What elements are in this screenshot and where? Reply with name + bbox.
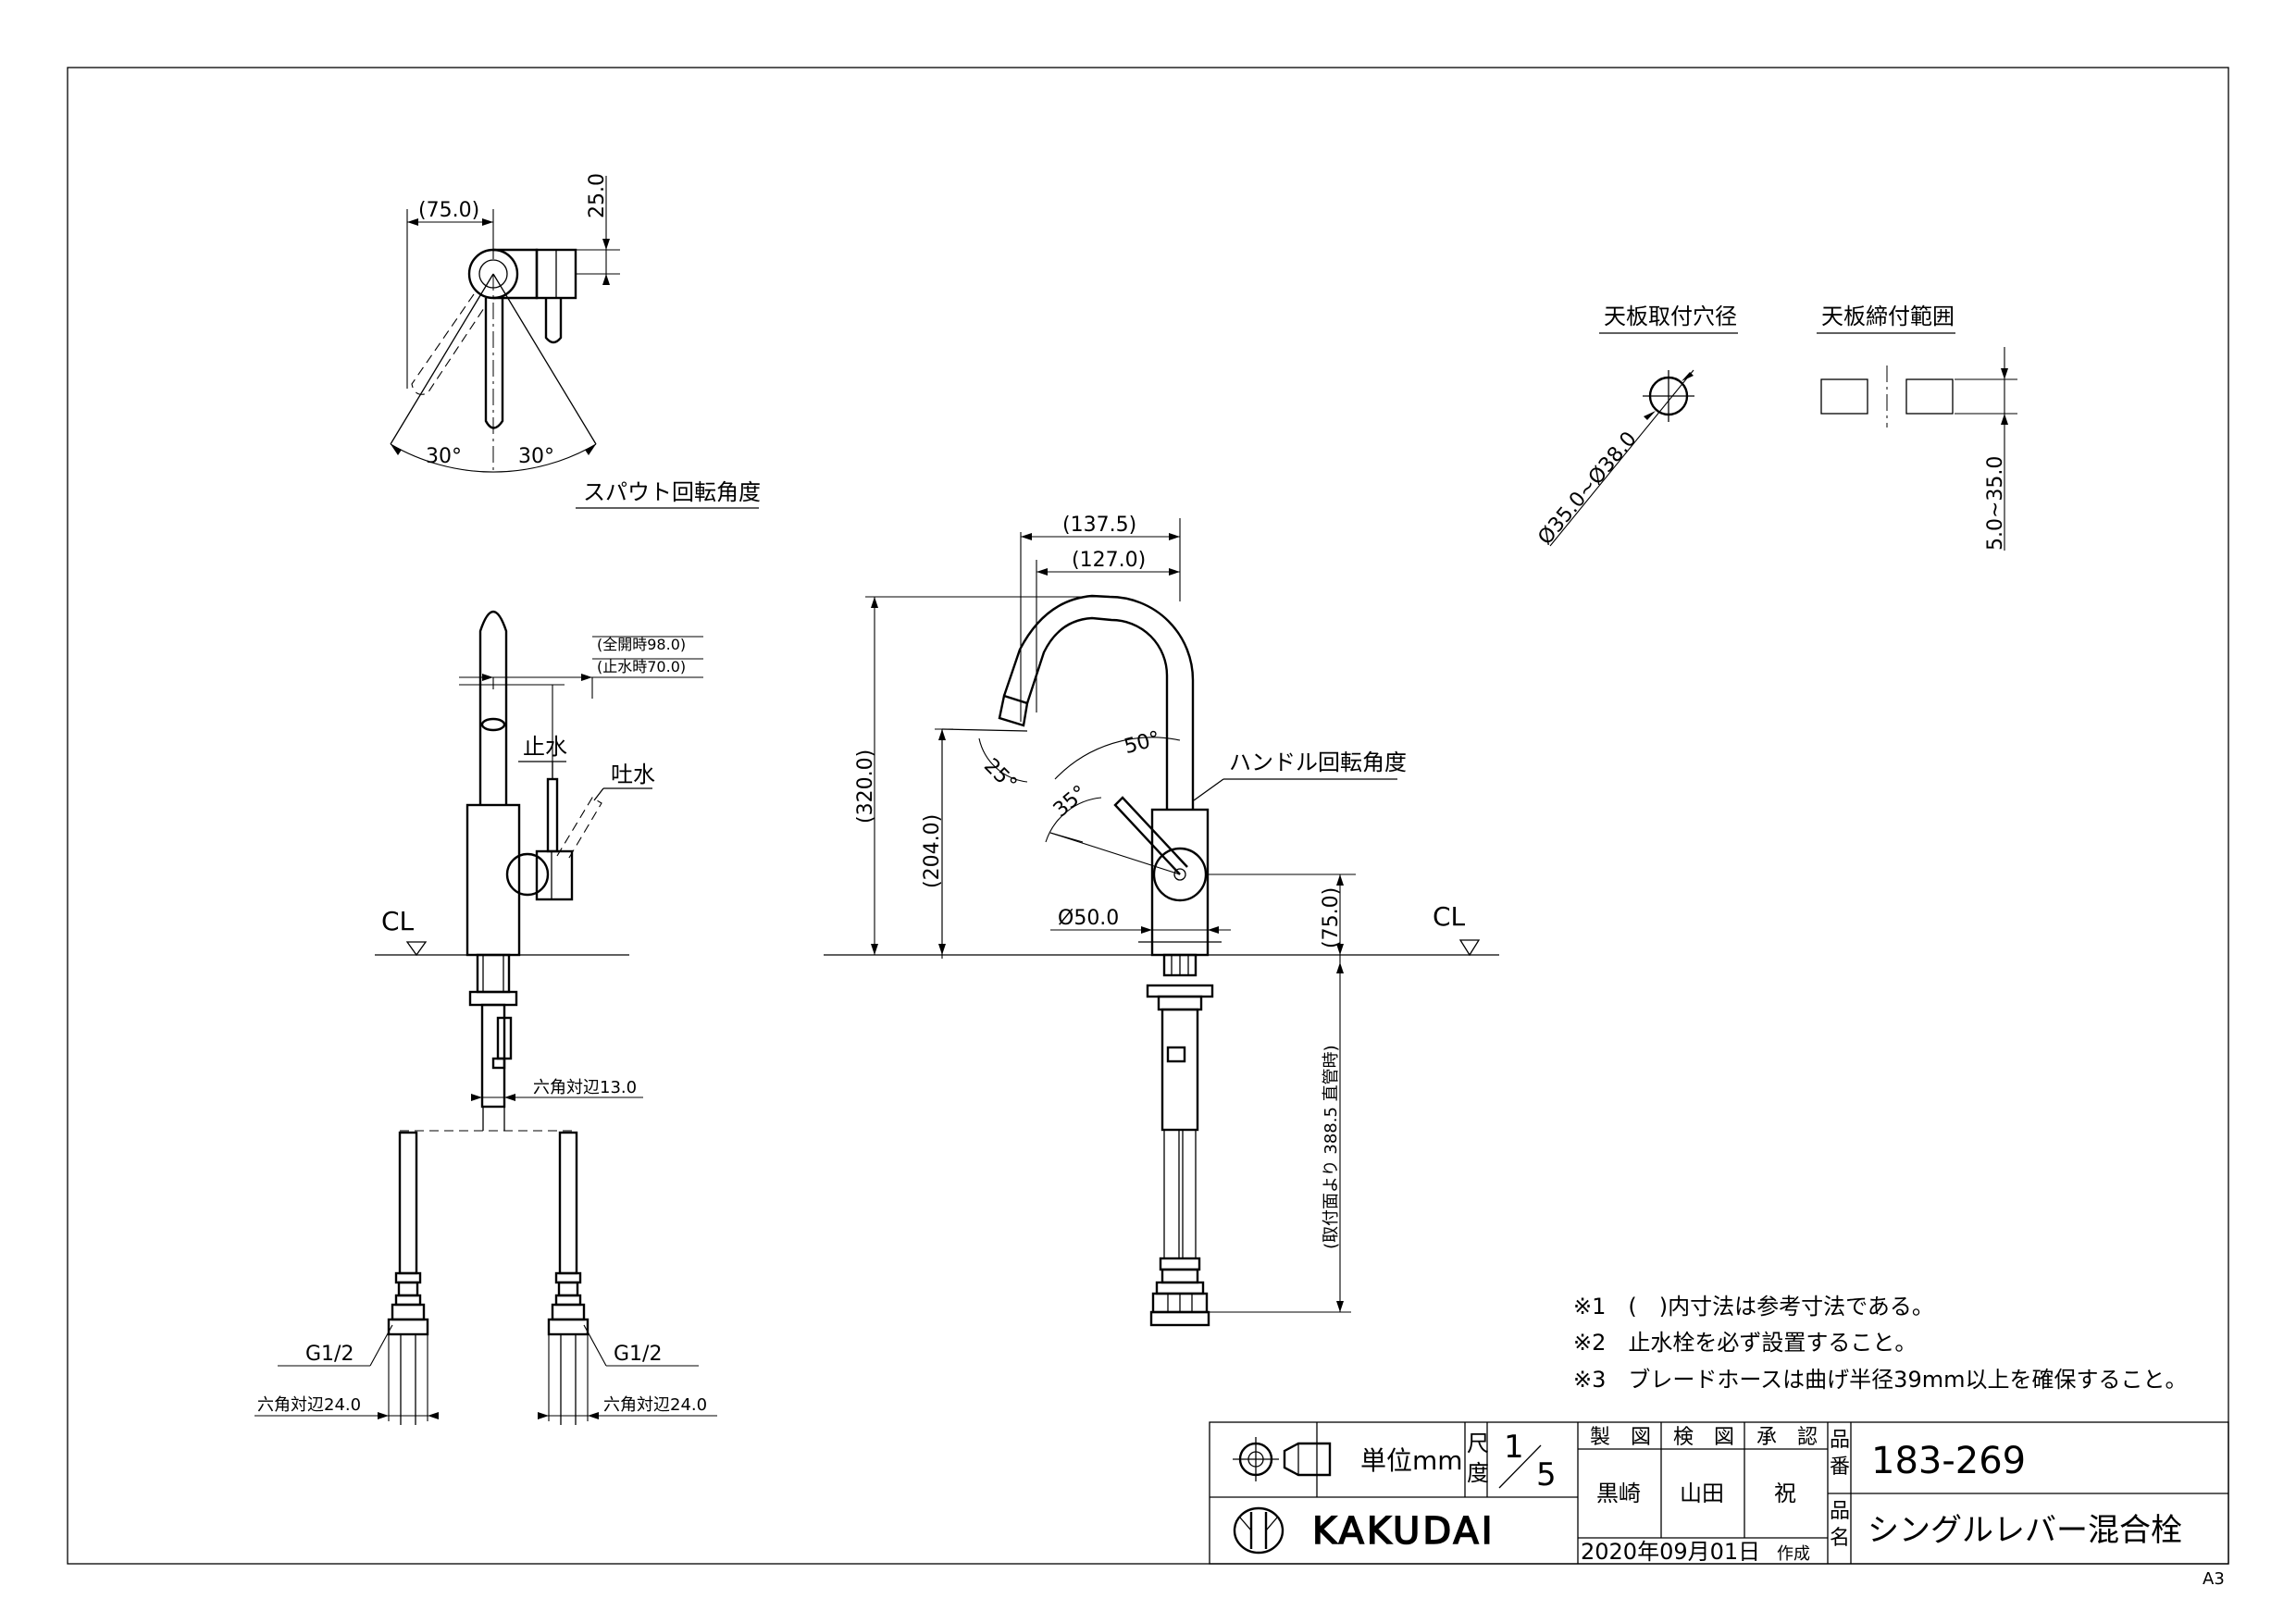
dim-127-0: (127.0) xyxy=(1072,549,1146,572)
hex-24-right-dim: 六角対辺24.0 xyxy=(603,1395,707,1415)
hinban-1: 品 xyxy=(1830,1429,1850,1452)
hinmei-2: 名 xyxy=(1830,1527,1850,1550)
lever-full-open-dim: (全開時98.0) xyxy=(597,636,686,653)
creation-date: 2020年09月01日 xyxy=(1581,1539,1760,1565)
cl-left: CL xyxy=(381,906,415,936)
dim-75-0: (75.0) xyxy=(1320,887,1343,948)
hex-24-left-dim: 六角対辺24.0 xyxy=(257,1395,361,1415)
clamp-title: 天板締付範囲 xyxy=(1821,304,1955,329)
part-number: 183-269 xyxy=(1871,1440,2026,1482)
label-discharge: 吐水 xyxy=(611,762,655,787)
clamp-dim: 5.0~35.0 xyxy=(1984,456,2007,551)
hose-right xyxy=(547,1131,590,1425)
top-angle-right: 30° xyxy=(518,445,554,468)
hole-title: 天板取付穴径 xyxy=(1604,304,1737,329)
sheet-border xyxy=(67,67,2229,1565)
angle-50: 50° xyxy=(1122,727,1162,759)
title-block: 単位mm 尺 度 1 5 製 図 検 図 承 認 黒崎 山田 祝 品 番 品 名… xyxy=(1209,1421,2229,1565)
col-drawn: 製 図 xyxy=(1590,1426,1651,1449)
hex-13-dim: 六角対辺13.0 xyxy=(533,1078,637,1097)
top-angle-left: 30° xyxy=(426,445,462,468)
dia-50-0: Ø50.0 xyxy=(1058,907,1119,930)
scale-denominator: 5 xyxy=(1536,1456,1557,1493)
front-view: 25° 35° 50° ハンドル回転角度 CL xyxy=(824,514,1499,1327)
note-3: ※3 ブレードホースは曲げ半径39mm以上を確保すること。 xyxy=(1573,1367,2187,1393)
projection-symbol-icon xyxy=(1233,1437,1332,1481)
brand-name: KAKUDAI xyxy=(1312,1510,1496,1553)
drawn-by: 黒崎 xyxy=(1596,1481,1641,1506)
sheet-size: A3 xyxy=(2203,1569,2225,1589)
angle-35: 35° xyxy=(1049,781,1092,822)
top-height-dim: 25.0 xyxy=(586,173,609,218)
handle-rotation-caption: ハンドル回転角度 xyxy=(1229,750,1407,775)
cl-right: CL xyxy=(1433,901,1466,932)
unit-label: 単位mm xyxy=(1360,1445,1463,1476)
note-1: ※1 ( )内寸法は参考寸法である。 xyxy=(1573,1294,1934,1319)
hose-length-dim: (取付面より 388.5 直管時) xyxy=(1322,1045,1341,1249)
hole-detail: 天板取付穴径 Ø35.0~Ø38.0 xyxy=(1533,304,1738,550)
notes: ※1 ( )内寸法は参考寸法である。 ※2 止水栓を必ず設置すること。 ※3 ブ… xyxy=(1573,1294,2187,1393)
col-checked: 検 図 xyxy=(1673,1426,1734,1449)
side-view: 六角対辺13.0 G1/2 G1/2 xyxy=(254,611,717,1425)
lever-stop-dim: (止水時70.0) xyxy=(597,658,686,675)
angle-25: 25° xyxy=(979,754,1021,796)
note-2: ※2 止水栓を必ず設置すること。 xyxy=(1573,1330,1917,1356)
top-width-dim: (75.0) xyxy=(418,199,479,222)
kakudai-logo-icon xyxy=(1233,1506,1285,1555)
clamp-detail: 天板締付範囲 5.0~35.0 xyxy=(1817,304,2017,551)
hinban-2: 番 xyxy=(1830,1456,1850,1479)
g-half-right: G1/2 xyxy=(614,1343,662,1366)
top-view: 30° 30° (75.0) 25.0 スパウト回転角度 xyxy=(390,173,761,509)
approved-by: 祝 xyxy=(1774,1481,1796,1506)
spout-rotation-caption: スパウト回転角度 xyxy=(583,479,761,505)
scale-label-2: 度 xyxy=(1467,1460,1489,1486)
hinmei-1: 品 xyxy=(1830,1500,1850,1523)
dim-204-0: (204.0) xyxy=(921,814,944,888)
label-stop-water: 止水 xyxy=(523,734,567,760)
dim-320-0: (320.0) xyxy=(854,750,877,824)
product-name: シングルレバー混合栓 xyxy=(1868,1512,2182,1549)
hose-left xyxy=(387,1131,429,1425)
scale-numerator: 1 xyxy=(1504,1429,1524,1466)
created-label: 作成 xyxy=(1777,1544,1810,1564)
scale-label-1: 尺 xyxy=(1467,1431,1489,1456)
checked-by: 山田 xyxy=(1680,1481,1724,1506)
col-approved: 承 認 xyxy=(1756,1426,1818,1449)
dim-137-5: (137.5) xyxy=(1062,514,1136,537)
hole-dim: Ø35.0~Ø38.0 xyxy=(1533,427,1641,550)
g-half-left: G1/2 xyxy=(305,1343,354,1366)
